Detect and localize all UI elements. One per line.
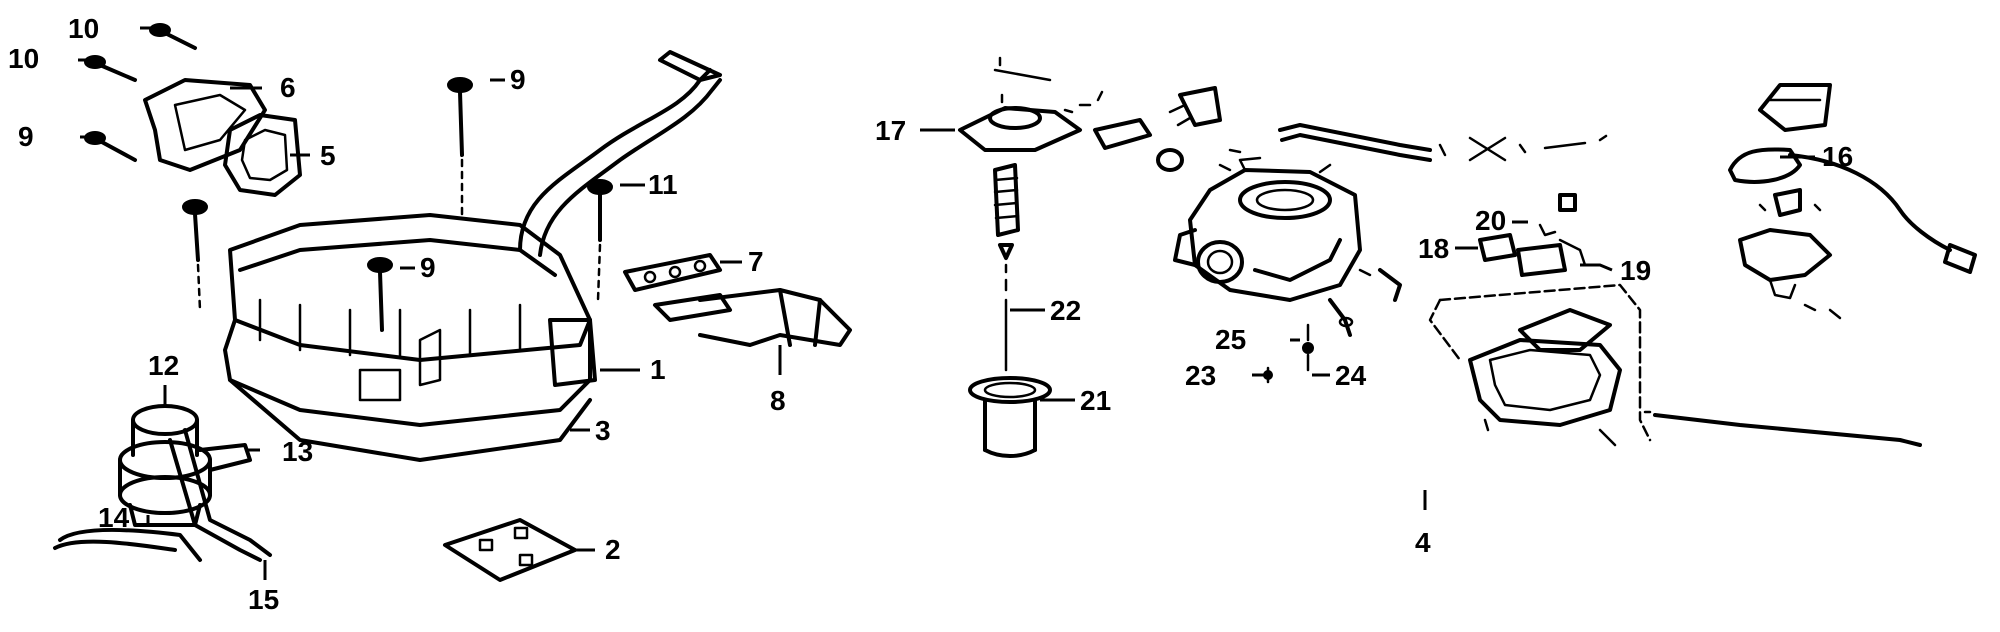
fuel-line-top	[1278, 123, 1608, 162]
callout-16: 16	[1822, 141, 1853, 172]
bolt-9a	[84, 131, 137, 162]
callout-11: 11	[648, 169, 678, 200]
callout-15: 15	[248, 584, 279, 615]
callout-21: 21	[1080, 385, 1111, 416]
callout-2: 2	[605, 534, 621, 565]
auto-choke-16	[1728, 83, 1977, 320]
drain-line	[1643, 410, 1922, 447]
bolt-11	[587, 179, 613, 302]
callout-19: 19	[1620, 255, 1651, 286]
callout-9-top: 9	[510, 64, 526, 95]
carburetor-body	[1173, 148, 1362, 302]
callout-14: 14	[98, 502, 130, 533]
plate-2	[443, 518, 577, 582]
spring-needle-22	[993, 163, 1020, 372]
bolt-10a	[149, 23, 197, 50]
cover-6	[143, 78, 267, 172]
breather-hose	[518, 50, 722, 257]
callout-9-center: 9	[420, 252, 436, 283]
callout-10-top: 10	[68, 13, 99, 44]
callout-17: 17	[875, 115, 906, 146]
bolt-9c	[367, 257, 393, 332]
callout-7: 7	[748, 246, 764, 277]
diaphragm-cover-17	[958, 56, 1082, 152]
callout-20: 20	[1475, 205, 1506, 236]
bracket-7	[623, 253, 722, 292]
float-18-20	[1478, 193, 1587, 277]
fitting-top	[1063, 86, 1222, 172]
callout-22: 22	[1050, 295, 1081, 326]
slide-21	[968, 376, 1052, 458]
callout-12: 12	[148, 350, 179, 381]
callout-4: 4	[1415, 527, 1431, 558]
callout-9-left: 9	[18, 121, 34, 152]
callout-24: 24	[1335, 360, 1367, 391]
bolt-9b	[447, 77, 473, 217]
jet-parts-23-25	[1263, 298, 1354, 384]
seal-5	[223, 113, 302, 197]
callout-13: 13	[282, 436, 313, 467]
callout-3: 3	[595, 415, 611, 446]
leader-lines	[78, 26, 1815, 580]
callout-23: 23	[1185, 360, 1216, 391]
callout-18: 18	[1418, 233, 1449, 264]
callout-5: 5	[320, 140, 336, 171]
bolt-left	[182, 199, 208, 312]
callout-25: 25	[1215, 324, 1246, 355]
bolt-10b	[84, 55, 137, 82]
callout-8: 8	[770, 385, 786, 416]
bracket-8	[653, 288, 852, 347]
callout-6: 6	[280, 72, 296, 103]
air-cleaner-housing	[223, 213, 597, 462]
callout-10-mid: 10	[8, 43, 39, 74]
valve-assembly-12	[53, 404, 272, 562]
callout-1: 1	[650, 354, 666, 385]
callout-numbers: 10 10 9 9 11 9 6 5 7 8 1 3 2 12 13 14 15…	[8, 13, 1853, 615]
hose-right	[1358, 268, 1402, 302]
float-bowl	[1428, 283, 1652, 447]
